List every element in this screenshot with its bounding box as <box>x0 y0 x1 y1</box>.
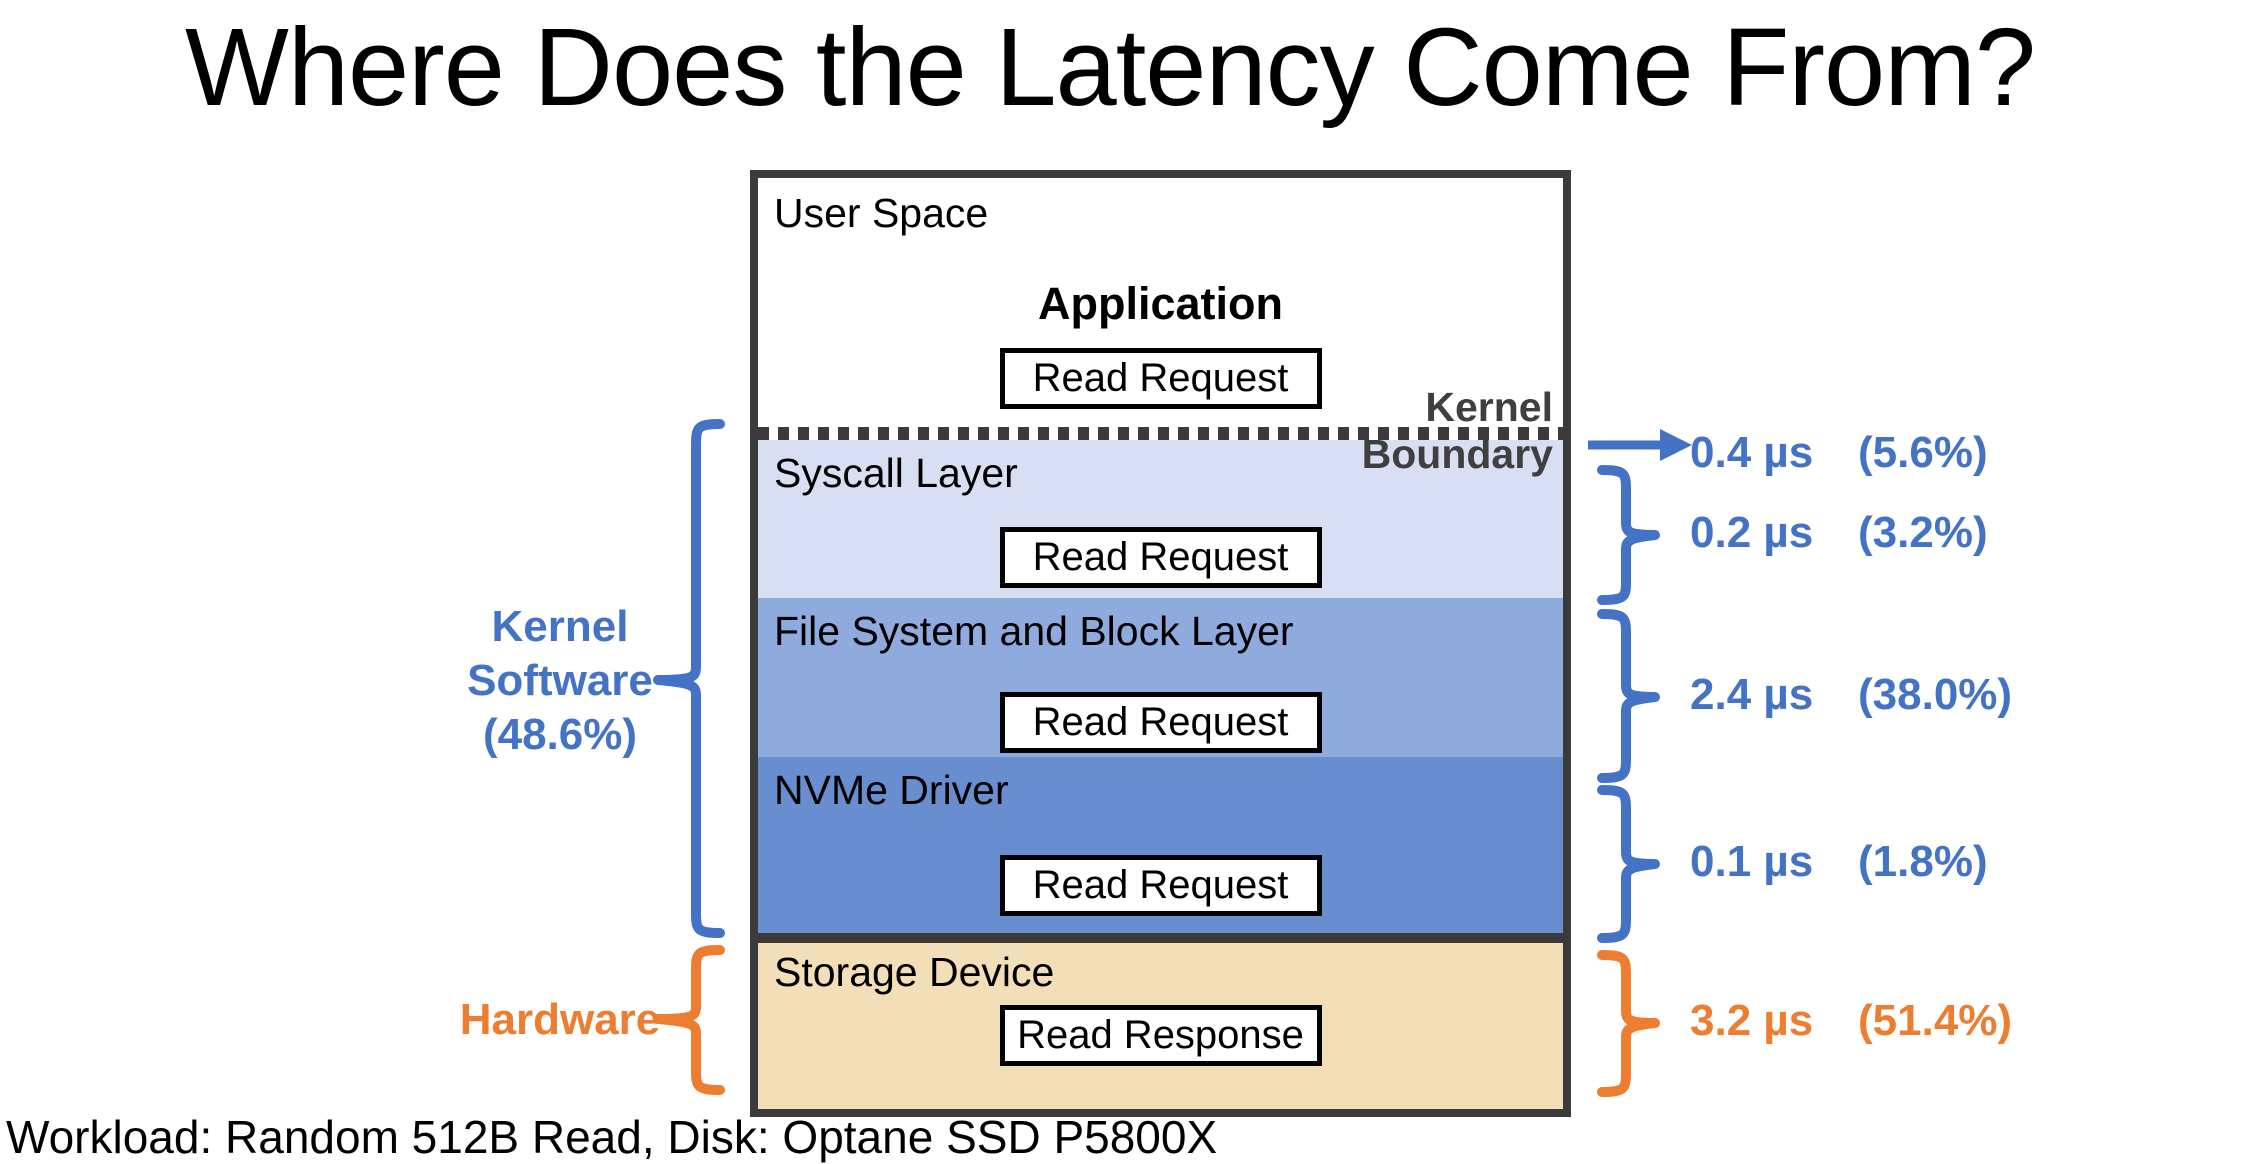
latency-percent: (5.6%) <box>1858 428 1988 477</box>
read-response-box-storage: Read Response <box>999 1005 1322 1066</box>
read-response-text: Read Response <box>1017 1013 1304 1057</box>
kernel-software-line1: Kernel <box>491 602 629 651</box>
kernel-software-line2: Software <box>467 656 653 705</box>
read-request-text: Read Request <box>1032 356 1289 400</box>
user-space-label: User Space <box>774 190 989 236</box>
storage-brace <box>1597 950 1660 1097</box>
latency-row-storage: 3.2 µs (51.4%) <box>1690 996 2012 1046</box>
latency-value: 0.2 µs <box>1690 508 1814 557</box>
read-request-box-user: Read Request <box>999 348 1322 409</box>
read-request-text: Read Request <box>1032 863 1289 907</box>
latency-row-nvme: 0.1 µs (1.8%) <box>1690 837 1988 887</box>
latency-row-kernel-boundary: 0.4 µs (5.6%) <box>1690 428 1988 478</box>
kernel-boundary-line2: Boundary <box>1361 431 1553 477</box>
kernel-software-line3: (48.6%) <box>482 710 638 759</box>
latency-value: 3.2 µs <box>1690 996 1814 1045</box>
workload-footnote: Workload: Random 512B Read, Disk: Optane… <box>6 1111 1218 1163</box>
syscall-layer-label: Syscall Layer <box>774 450 1018 496</box>
layer-nvme-driver: NVMe Driver Read Request <box>758 757 1563 933</box>
filesystem-layer-label: File System and Block Layer <box>774 608 1294 654</box>
application-label: Application <box>1038 278 1283 329</box>
slide-title: Where Does the Latency Come From? <box>185 6 2036 129</box>
latency-percent: (3.2%) <box>1858 508 1988 557</box>
syscall-brace <box>1597 465 1660 605</box>
kernel-software-label: Kernel Software (48.6%) <box>420 600 700 762</box>
read-request-box-syscall: Read Request <box>999 527 1322 588</box>
nvme-brace <box>1597 785 1660 943</box>
read-request-box-nvme: Read Request <box>999 855 1322 916</box>
latency-value: 0.1 µs <box>1690 837 1814 886</box>
latency-percent: (1.8%) <box>1858 837 1988 886</box>
latency-row-filesystem: 2.4 µs (38.0%) <box>1690 670 2012 720</box>
layer-user-space: User Space Application Read Request <box>758 178 1563 440</box>
latency-percent: (38.0%) <box>1858 670 2013 719</box>
read-request-text: Read Request <box>1032 700 1289 744</box>
latency-percent: (51.4%) <box>1858 996 2013 1045</box>
io-stack-box: User Space Application Read Request Sysc… <box>750 170 1571 1117</box>
nvme-driver-label: NVMe Driver <box>774 767 1009 813</box>
latency-value: 2.4 µs <box>1690 670 1814 719</box>
latency-row-syscall: 0.2 µs (3.2%) <box>1690 508 1988 558</box>
kernel-boundary-dotted-line <box>758 427 1563 440</box>
layer-storage-device: Storage Device Read Response <box>758 943 1563 1109</box>
read-request-text: Read Request <box>1032 535 1289 579</box>
read-request-box-filesystem: Read Request <box>999 692 1322 753</box>
filesystem-brace <box>1597 609 1660 783</box>
storage-device-label: Storage Device <box>774 949 1055 995</box>
kernel-boundary-arrow-head <box>1660 429 1692 461</box>
kernel-boundary-label: Kernel Boundary <box>1362 384 1553 478</box>
kernel-boundary-line1: Kernel <box>1425 384 1553 430</box>
layer-syscall: Syscall Layer Read Request <box>758 440 1563 598</box>
layer-filesystem-block: File System and Block Layer Read Request <box>758 598 1563 757</box>
hardware-label: Hardware <box>459 995 661 1044</box>
kernel-hardware-divider <box>758 933 1563 943</box>
latency-value: 0.4 µs <box>1690 428 1814 477</box>
